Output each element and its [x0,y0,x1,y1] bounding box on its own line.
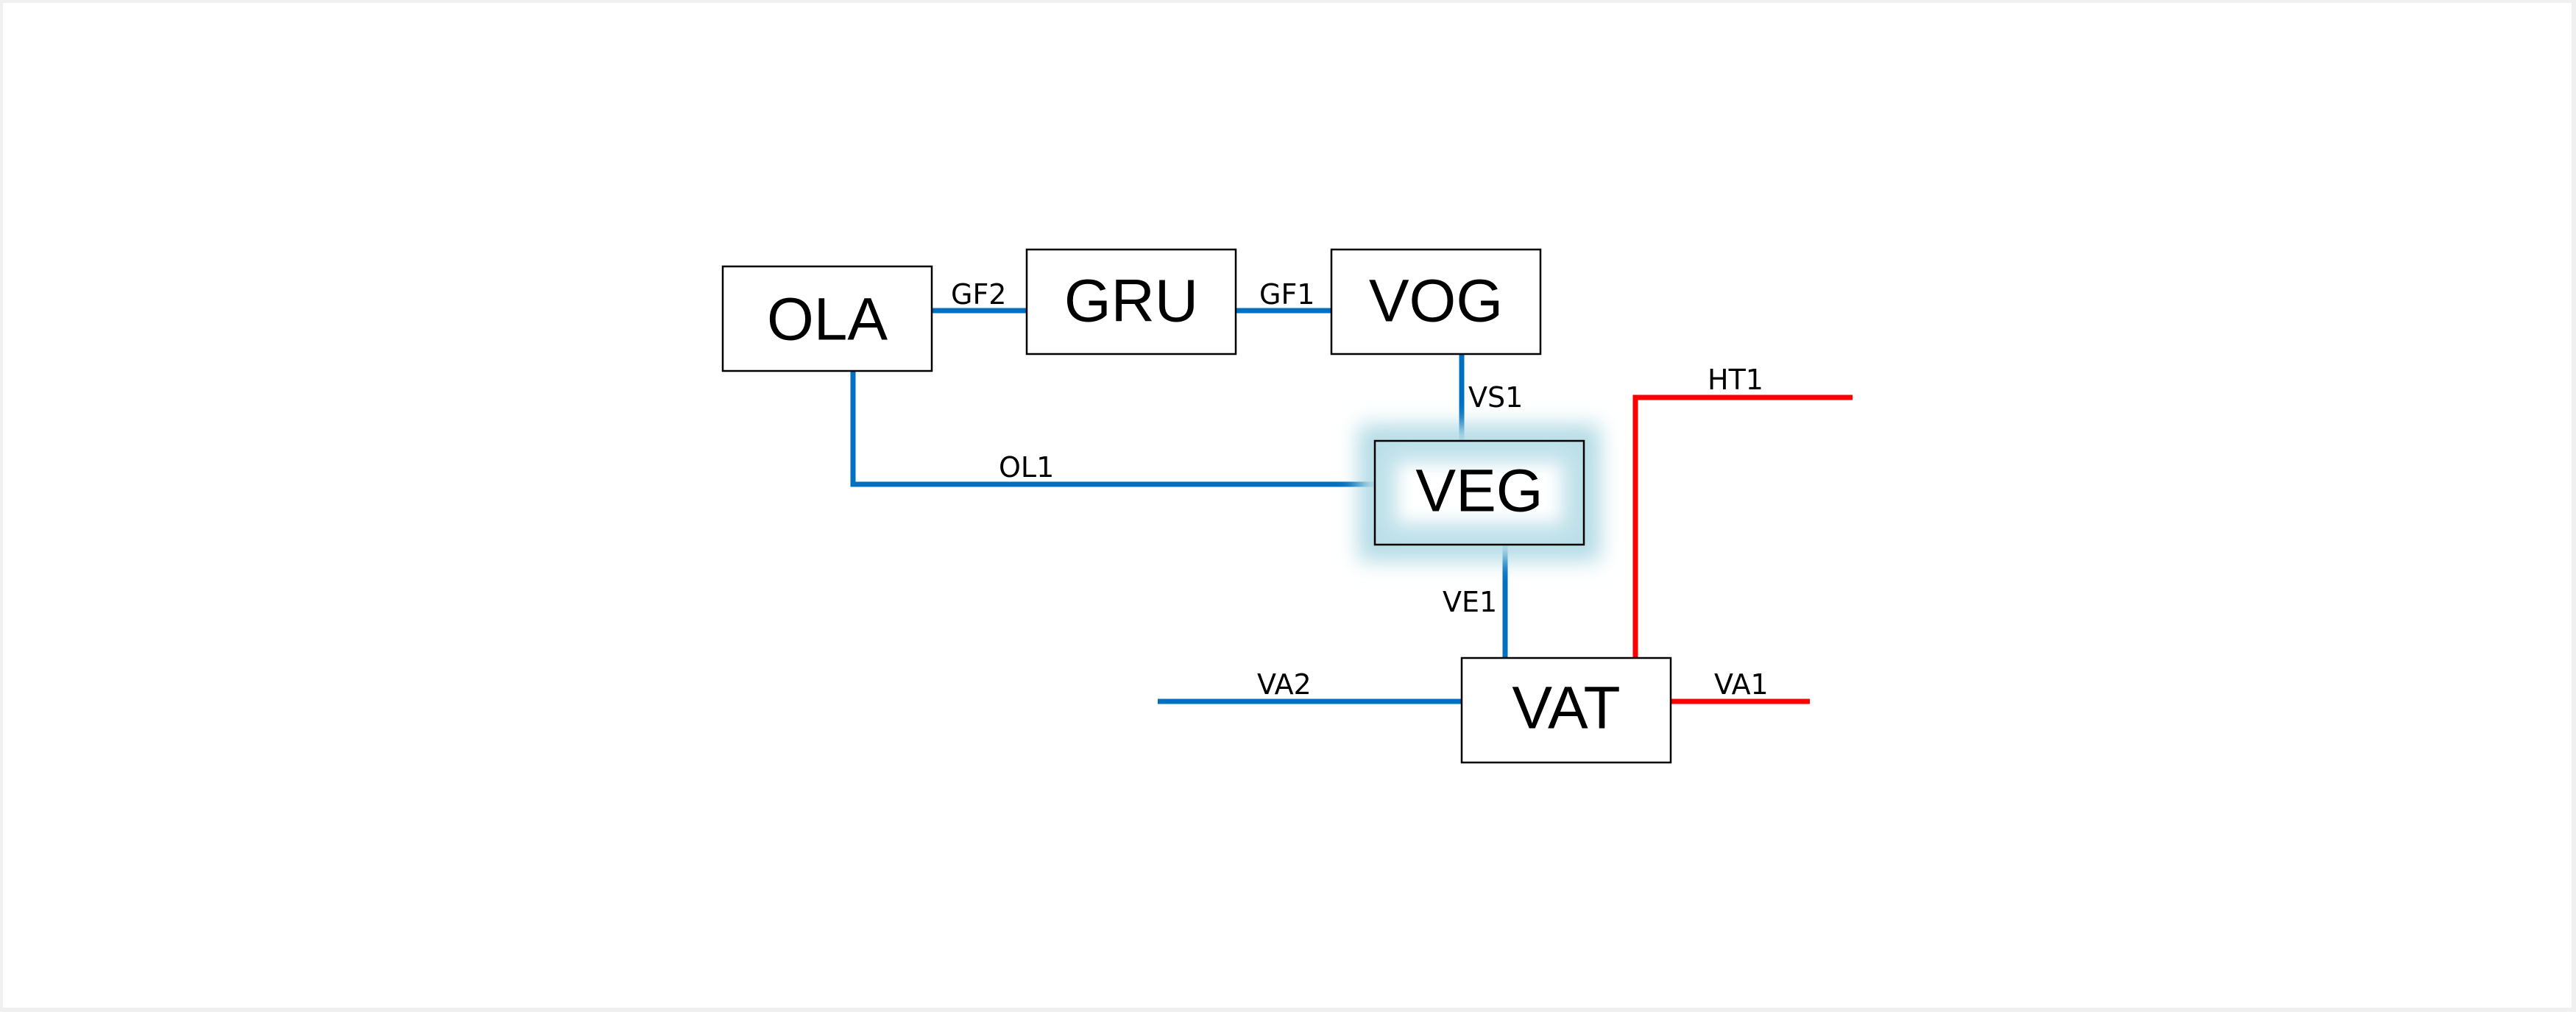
edge-label-ve1: VE1 [1443,586,1497,618]
node-label: GRU [1064,268,1198,335]
node-label: VAT [1512,675,1620,742]
edge-label-gf2: GF2 [951,278,1006,311]
edge-label-gf1: GF1 [1259,278,1314,311]
edge-label-vs1: VS1 [1468,381,1523,414]
selection-glow-inner [1376,442,1582,543]
edge-label-va2: VA2 [1257,668,1312,701]
node-box [1460,657,1672,764]
node-box [1373,439,1585,546]
edge-label-ht1: HT1 [1708,364,1763,396]
edge-ol1[interactable] [850,371,1375,487]
node-box [721,265,933,372]
edge-label-va1: VA1 [1714,668,1769,701]
node-vog[interactable]: VOG [1330,248,1542,355]
node-label: VEG [1415,458,1543,525]
edge-labels: GF2 GF1 VS1 OL1 VE1 VA2 VA1 HT1 [951,278,1769,701]
edge-label-ol1: OL1 [999,451,1054,484]
node-veg-selected[interactable]: VEG [1359,425,1600,561]
node-gru[interactable]: GRU [1025,248,1237,355]
node-label: OLA [767,286,888,353]
edge-ht1[interactable] [1632,394,1853,658]
node-label: VOG [1369,268,1503,335]
node-box [1330,248,1542,355]
node-ola[interactable]: OLA [721,265,933,372]
edges [850,308,1853,704]
node-vat[interactable]: VAT [1460,657,1672,764]
node-box [1025,248,1237,355]
